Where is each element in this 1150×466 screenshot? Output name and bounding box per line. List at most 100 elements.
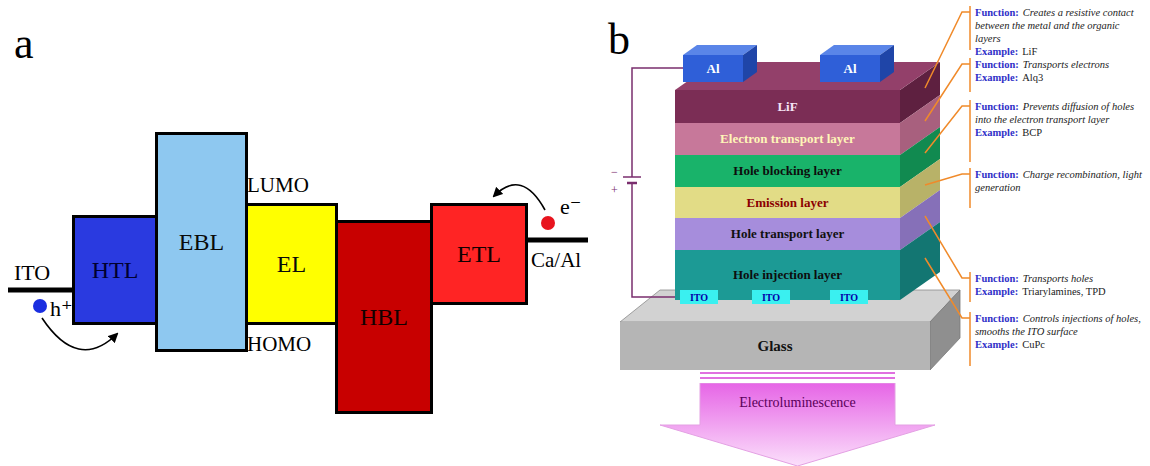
callout-bracket [969,272,971,302]
function-key: Function: [975,313,1019,324]
layer-side [900,222,940,300]
node-text: ITO [840,292,858,303]
callout-line: Example: CuPc [975,338,1147,351]
callout-line: Example: BCP [975,126,1147,139]
callout-text: Function:Controls injections of holes, s… [975,312,1147,351]
node-text: EL [277,251,306,278]
callout-line: Function: Transports electrons [975,58,1147,71]
example-text: CuPc [1022,339,1045,350]
energy-level-box: EBL [155,132,248,352]
node-text: Electron transport layer [720,131,855,147]
callout-bracket [969,100,971,162]
metal-contact: Al [683,55,743,82]
callout-line: Example: LiF [975,45,1147,58]
arrow-shape [660,383,935,466]
node-text: HTL [92,257,139,284]
polarity-sign: + [611,184,618,196]
wire [632,183,680,297]
battery-symbol [623,176,641,178]
example-key: Example: [975,127,1018,138]
panel-letter: a [14,22,34,66]
energy-level-box: EL [245,203,338,325]
example-text: BCP [1022,127,1042,138]
leader-line [925,258,970,318]
device-layer: Electron transport layer [675,123,900,155]
callout-text: Function: Transports electronsExample: Alq… [975,58,1147,84]
energy-level-box: HTL [72,215,158,325]
callout-line: Function:Creates a resistive contact bet… [975,6,1147,45]
device-layer: LiF [675,90,900,123]
example-key: Example: [975,286,1018,297]
example-text: LiF [1022,46,1037,57]
battery-symbol [627,182,637,185]
callout-bracket [969,58,971,92]
callout-text: Function:Charge recombination, light gen… [975,168,1147,194]
node-text: Glass [757,338,792,355]
function-text: Transports electrons [1023,59,1109,70]
example-key: Example: [975,46,1018,57]
level-label: LUMO [247,175,309,196]
function-key: Function: [975,273,1019,284]
contact-side [743,45,757,82]
function-key: Function: [975,59,1019,70]
energy-level-box: HBL [335,220,433,414]
callout-text: Function:Prevents diffusion of holes int… [975,100,1147,139]
node-text: Emission layer [747,195,829,211]
callout-line: Function:Charge recombination, light gen… [975,168,1147,194]
electron-dot [541,216,555,230]
hole-dot [33,299,47,313]
node-text: ETL [457,241,501,268]
node-text: Hole blocking layer [733,163,841,179]
node-text: Hole injection layer [733,267,842,283]
electrode-line [528,238,588,243]
node-text: LiF [777,99,797,115]
node-text: ITO [762,292,780,303]
callout-text: Function:Creates a resistive contact bet… [975,6,1147,59]
function-key: Function: [975,101,1019,112]
example-text: Triarylamines, TPD [1022,286,1105,297]
charge-label: h⁺ [50,298,73,320]
leader-line [925,106,970,153]
example-key: Example: [975,339,1018,350]
node-text: Electroluminescence [739,395,856,411]
electrode-label: ITO [14,262,50,284]
device-layer: Hole transport layer [675,218,900,250]
electrode-label: Ca/Al [531,250,581,271]
emission-stripe [700,377,895,379]
callout-line: Example: Triarylamines, TPD [975,285,1147,298]
ito-strip: ITO [830,290,868,304]
leader-line [925,12,970,88]
glass-substrate: Glass [620,322,930,370]
node-text: Hole transport layer [731,226,844,242]
leader-line [925,174,970,185]
contact-side [880,45,894,82]
energy-level-box: ETL [430,203,528,305]
node-text: ITO [690,292,708,303]
node-text: Al [844,61,857,77]
callout-text: Function: Transports holesExample: Triaryl… [975,272,1147,298]
glass-side [930,290,960,370]
node-text: HBL [360,304,408,331]
leader-line [925,64,970,121]
device-layer: Hole blocking layer [675,155,900,187]
callout-line: Example: Alq3 [975,71,1147,84]
function-text: Transports holes [1023,273,1093,284]
callout-line: Function:Prevents diffusion of holes int… [975,100,1147,126]
electrode-line [8,288,74,293]
node-text: EBL [179,229,224,256]
example-text: Alq3 [1022,72,1043,83]
ito-strip: ITO [680,290,718,304]
function-key: Function: [975,169,1019,180]
level-label: HOMO [247,334,311,355]
example-key: Example: [975,72,1018,83]
panel-letter: b [608,18,630,62]
charge-label: e⁻ [560,196,581,218]
polarity-sign: − [611,166,618,178]
emission-arrow: Electroluminescence [660,383,935,466]
emission-stripe [700,372,895,374]
callout-line: Function:Controls injections of holes, s… [975,312,1147,338]
node-text: Al [707,61,720,77]
metal-contact: Al [820,55,880,82]
ito-strip: ITO [752,290,790,304]
function-key: Function: [975,7,1019,18]
